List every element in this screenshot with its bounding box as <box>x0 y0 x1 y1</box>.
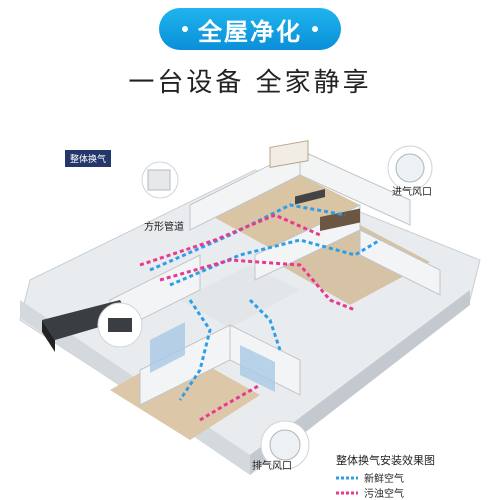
legend-label-dirty: 污浊空气 <box>364 489 404 500</box>
device-detail-icon <box>108 318 132 332</box>
legend-item-dirty: 污浊空气 <box>336 485 404 500</box>
legend-item-fresh: 新鲜空气 <box>336 470 404 485</box>
legend-title: 整体换气安装效果图 <box>336 454 435 467</box>
legend-label-fresh: 新鲜空气 <box>364 474 404 485</box>
dot-right <box>312 26 318 32</box>
duct-label: 方形管道 <box>144 222 184 233</box>
window-1 <box>150 322 185 373</box>
house-diagram <box>19 140 481 475</box>
dirty-air-path-3 <box>199 383 261 422</box>
duct-icon <box>147 169 171 191</box>
exhaust-vent-icon <box>269 429 301 461</box>
dirty-air-path-2 <box>159 258 356 312</box>
dirty-air-swatch <box>336 491 358 494</box>
section-label: 整体换气 <box>65 150 112 167</box>
sofa <box>320 208 360 231</box>
inlet-vent-icon <box>395 153 425 183</box>
fresh-air-path-3 <box>178 299 212 401</box>
page-subtitle: 一台设备 全家静享 <box>128 68 372 98</box>
dirty-air-path-1 <box>139 213 321 267</box>
page-title: 全屋净化 <box>198 17 302 46</box>
bed <box>269 140 309 168</box>
fresh-air-path-4 <box>248 298 282 351</box>
wall-g <box>359 229 441 296</box>
exhaust-label: 排气风口 <box>252 461 292 472</box>
title-banner: 全屋净化 <box>159 8 341 50</box>
corridor-floor <box>180 265 300 328</box>
tv-unit <box>295 188 325 205</box>
ventilation-unit-front <box>42 320 55 352</box>
window-2 <box>240 345 275 392</box>
wall-b <box>299 149 411 226</box>
outer-wall-right <box>250 290 470 475</box>
fresh-air-swatch <box>336 476 358 479</box>
inlet-label: 进气风口 <box>392 187 432 198</box>
dot-left <box>182 26 188 32</box>
